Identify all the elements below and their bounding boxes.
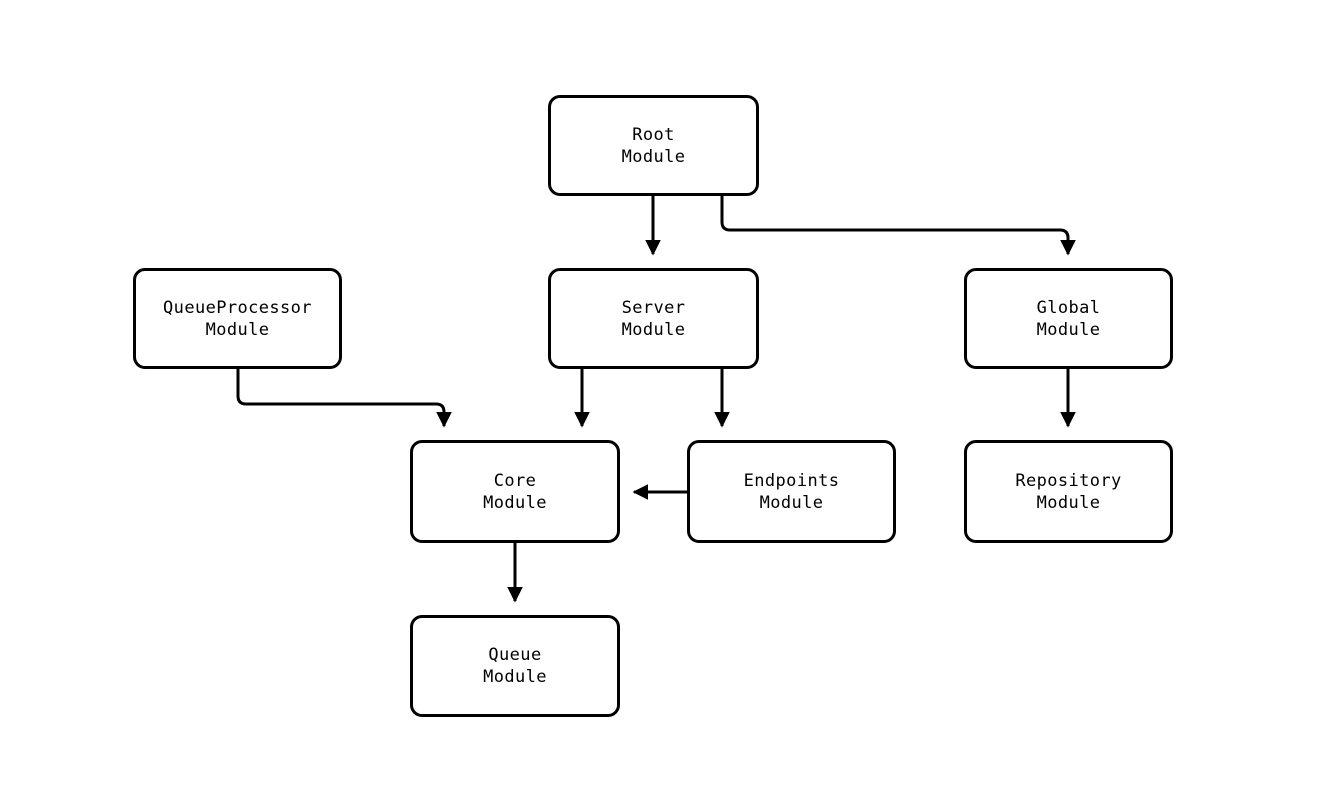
node-queue[interactable]: Queue Module [410, 615, 620, 717]
node-core[interactable]: Core Module [410, 440, 620, 543]
edges-group [236, 196, 1076, 603]
node-core-label: Core Module [483, 470, 547, 513]
node-queueprocessor[interactable]: QueueProcessor Module [133, 268, 342, 369]
node-root-label: Root Module [621, 124, 686, 167]
node-global[interactable]: Global Module [964, 268, 1173, 369]
node-endpoints[interactable]: Endpoints Module [687, 440, 896, 543]
node-queue-label: Queue Module [483, 645, 547, 687]
node-repository-label: Repository Module [1015, 470, 1122, 513]
edge-queueprocessor-to-core [236, 369, 452, 428]
node-repository[interactable]: Repository Module [964, 440, 1173, 543]
node-server-label: Server Module [621, 297, 686, 340]
node-root[interactable]: Root Module [548, 95, 759, 196]
edge-root-to-global [720, 196, 1076, 256]
node-global-label: Global Module [1036, 297, 1101, 340]
node-queueprocessor-label: QueueProcessor Module [163, 297, 312, 340]
node-endpoints-label: Endpoints Module [743, 470, 840, 513]
node-server[interactable]: Server Module [548, 268, 759, 369]
